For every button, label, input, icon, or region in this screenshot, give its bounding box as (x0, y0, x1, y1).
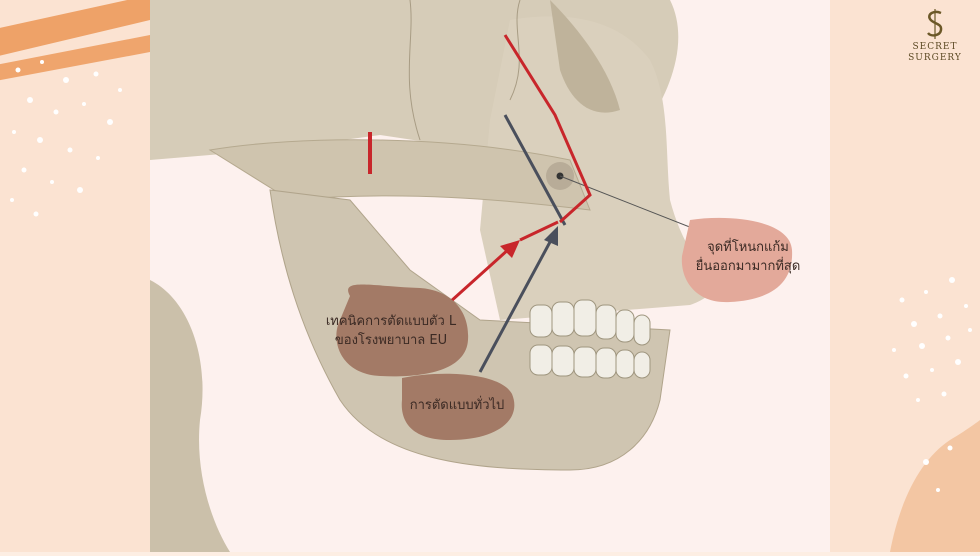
bubble-conventional (401, 373, 515, 440)
s-monogram-icon (927, 9, 943, 39)
tooth (615, 309, 635, 343)
tooth (573, 346, 597, 378)
mandible-shape (269, 189, 671, 471)
label-technique-l-line1: เทคนิคการตัดแบบตัว L (325, 314, 457, 329)
eye-socket (550, 0, 620, 113)
skull-illustration-area (150, 0, 830, 552)
bubble-cheekbone (681, 217, 793, 303)
skull-illustration (150, 0, 793, 552)
tooth (595, 304, 617, 340)
skull-suture (408, 0, 421, 141)
tooth (551, 301, 575, 337)
right-decor-shapes (890, 277, 980, 552)
left-decor-shapes (0, 0, 150, 217)
conventional-arrow (478, 241, 552, 373)
tooth (615, 349, 635, 379)
label-technique-l-line2: ของโรงพยาบาล EU (334, 333, 448, 348)
tooth (551, 345, 575, 377)
l-technique-arrow (448, 246, 512, 304)
logo-line2: SURGERY (908, 53, 962, 63)
tooth (529, 344, 553, 376)
label-cheekbone-point: จุดที่โหนกแก้ม ยื่นออกมามากที่สุด (678, 238, 818, 276)
label-cheekbone-line2: ยื่นออกมามากที่สุด (695, 259, 801, 274)
left-decor-panel (0, 0, 150, 552)
conventional-arrowhead (544, 226, 558, 246)
l-technique-arrow-segment (519, 220, 559, 242)
tooth (633, 351, 651, 379)
right-decor-panel (830, 0, 980, 552)
skull-suture (509, 0, 521, 101)
label-cheekbone-line1: จุดที่โหนกแก้ม (707, 240, 789, 255)
orange-stripe (0, 0, 150, 56)
orange-stripe (0, 35, 150, 81)
l-shaped-cut-line (503, 34, 592, 224)
white-dot-pattern (10, 60, 122, 217)
tooth (633, 314, 651, 346)
teeth (529, 299, 651, 379)
secret-surgery-logo: SECRET SURGERY (905, 8, 965, 64)
tooth (595, 347, 617, 379)
tooth (529, 304, 553, 338)
logo-line1: SECRET (912, 42, 958, 52)
l-technique-arrowhead (500, 240, 520, 258)
peach-blob (890, 420, 980, 552)
bubble-technique-l (336, 284, 469, 377)
maxilla-shape (480, 16, 714, 321)
tooth (573, 299, 597, 337)
white-dot-pattern (892, 277, 972, 492)
label-technique-l: เทคนิคการตัดแบบตัว L ของโรงพยาบาล EU (305, 312, 477, 350)
label-conventional: การตัดแบบทั่วไป (409, 398, 505, 413)
vertebrae-shape (150, 280, 230, 552)
conventional-cut-line (503, 114, 567, 226)
zygomatic-arch (208, 139, 591, 211)
